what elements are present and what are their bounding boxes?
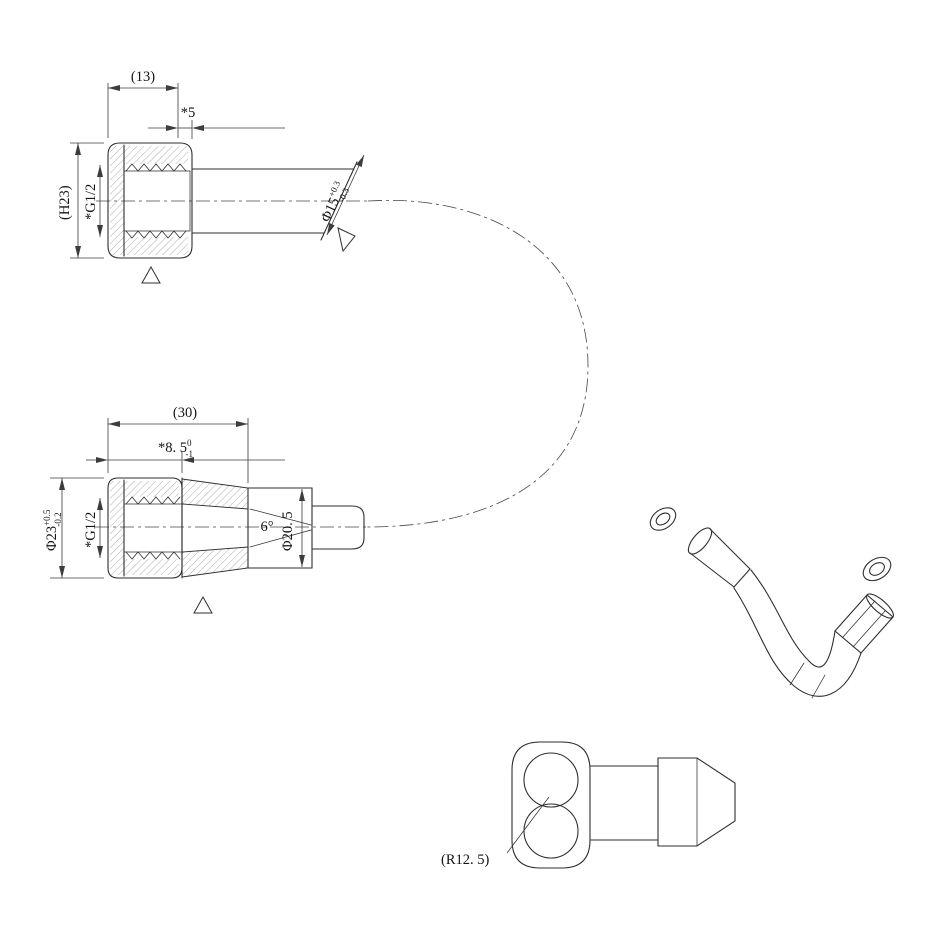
dimension-labels: (13) *5 (H23) *G1/2 Φ15+0.3-0.3 (30) *8.… bbox=[42, 69, 490, 868]
elbow-port-circle bbox=[523, 752, 579, 808]
elbow-hex-end-outline bbox=[657, 757, 736, 847]
dim-thread-label-top: *G1/2 bbox=[83, 184, 99, 220]
dim-tube-dia-label: Φ15+0.3-0.3 bbox=[316, 179, 352, 226]
section-hatch bbox=[124, 481, 179, 497]
dim-thread-depth-label: *8. 50-1 bbox=[158, 438, 193, 459]
surface-mark-triangle bbox=[337, 227, 356, 253]
mid-fitting-dimensions bbox=[50, 418, 305, 579]
hose-end-fitting bbox=[687, 527, 751, 588]
nut-outline bbox=[107, 142, 193, 259]
end-stub-outline bbox=[311, 505, 365, 550]
section-hatch bbox=[124, 237, 188, 255]
hose-crease-line bbox=[789, 662, 805, 686]
dim-cone-angle-label: 6° bbox=[260, 519, 273, 535]
elbow-fitting-view bbox=[511, 741, 736, 869]
hose-nut bbox=[834, 593, 894, 654]
dim-outer-dia-label: Φ23+0.5-0.2 bbox=[42, 509, 63, 551]
cone-wall-section bbox=[181, 478, 249, 510]
dim-face-depth-label: *5 bbox=[181, 105, 196, 121]
thread-profile bbox=[125, 551, 181, 560]
top-fitting-dimensions bbox=[70, 83, 365, 259]
washer-large bbox=[862, 556, 892, 582]
thread-profile bbox=[125, 230, 187, 239]
thread-profile bbox=[125, 496, 181, 505]
hose-inner-curve bbox=[750, 569, 836, 668]
dim-height-ref-label: (H23) bbox=[57, 185, 73, 220]
elbow-dimensions bbox=[506, 796, 550, 854]
hose-route-centerline bbox=[365, 199, 589, 528]
section-hatch bbox=[110, 146, 124, 255]
surface-mark-triangle bbox=[141, 265, 161, 284]
section-hatch bbox=[124, 559, 179, 575]
thread-profile bbox=[125, 163, 187, 172]
top-fitting-section bbox=[107, 142, 358, 259]
section-hatch bbox=[110, 481, 124, 575]
mid-fitting-section bbox=[107, 477, 365, 579]
washer-small bbox=[649, 507, 677, 531]
hose-assembly bbox=[649, 507, 894, 699]
dim-length-ref-label: (30) bbox=[173, 405, 197, 421]
elbow-body-outline bbox=[511, 741, 591, 869]
cone-wall-section bbox=[181, 546, 249, 578]
elbow-port-circle bbox=[523, 803, 579, 859]
surface-mark-triangle bbox=[193, 595, 213, 614]
nut-outline bbox=[107, 477, 183, 579]
hose-crease-line bbox=[811, 674, 826, 699]
dim-bore-dia-label: Φ20. 5 bbox=[280, 511, 296, 551]
dim-thread-label-mid: *G1/2 bbox=[83, 512, 99, 548]
dim-width-ref-label: (13) bbox=[131, 69, 155, 85]
dim-radius-ref-label: (R12. 5) bbox=[441, 852, 490, 868]
hose-outer-curve bbox=[733, 587, 862, 697]
section-hatch bbox=[124, 146, 188, 164]
centerlines bbox=[95, 199, 589, 528]
